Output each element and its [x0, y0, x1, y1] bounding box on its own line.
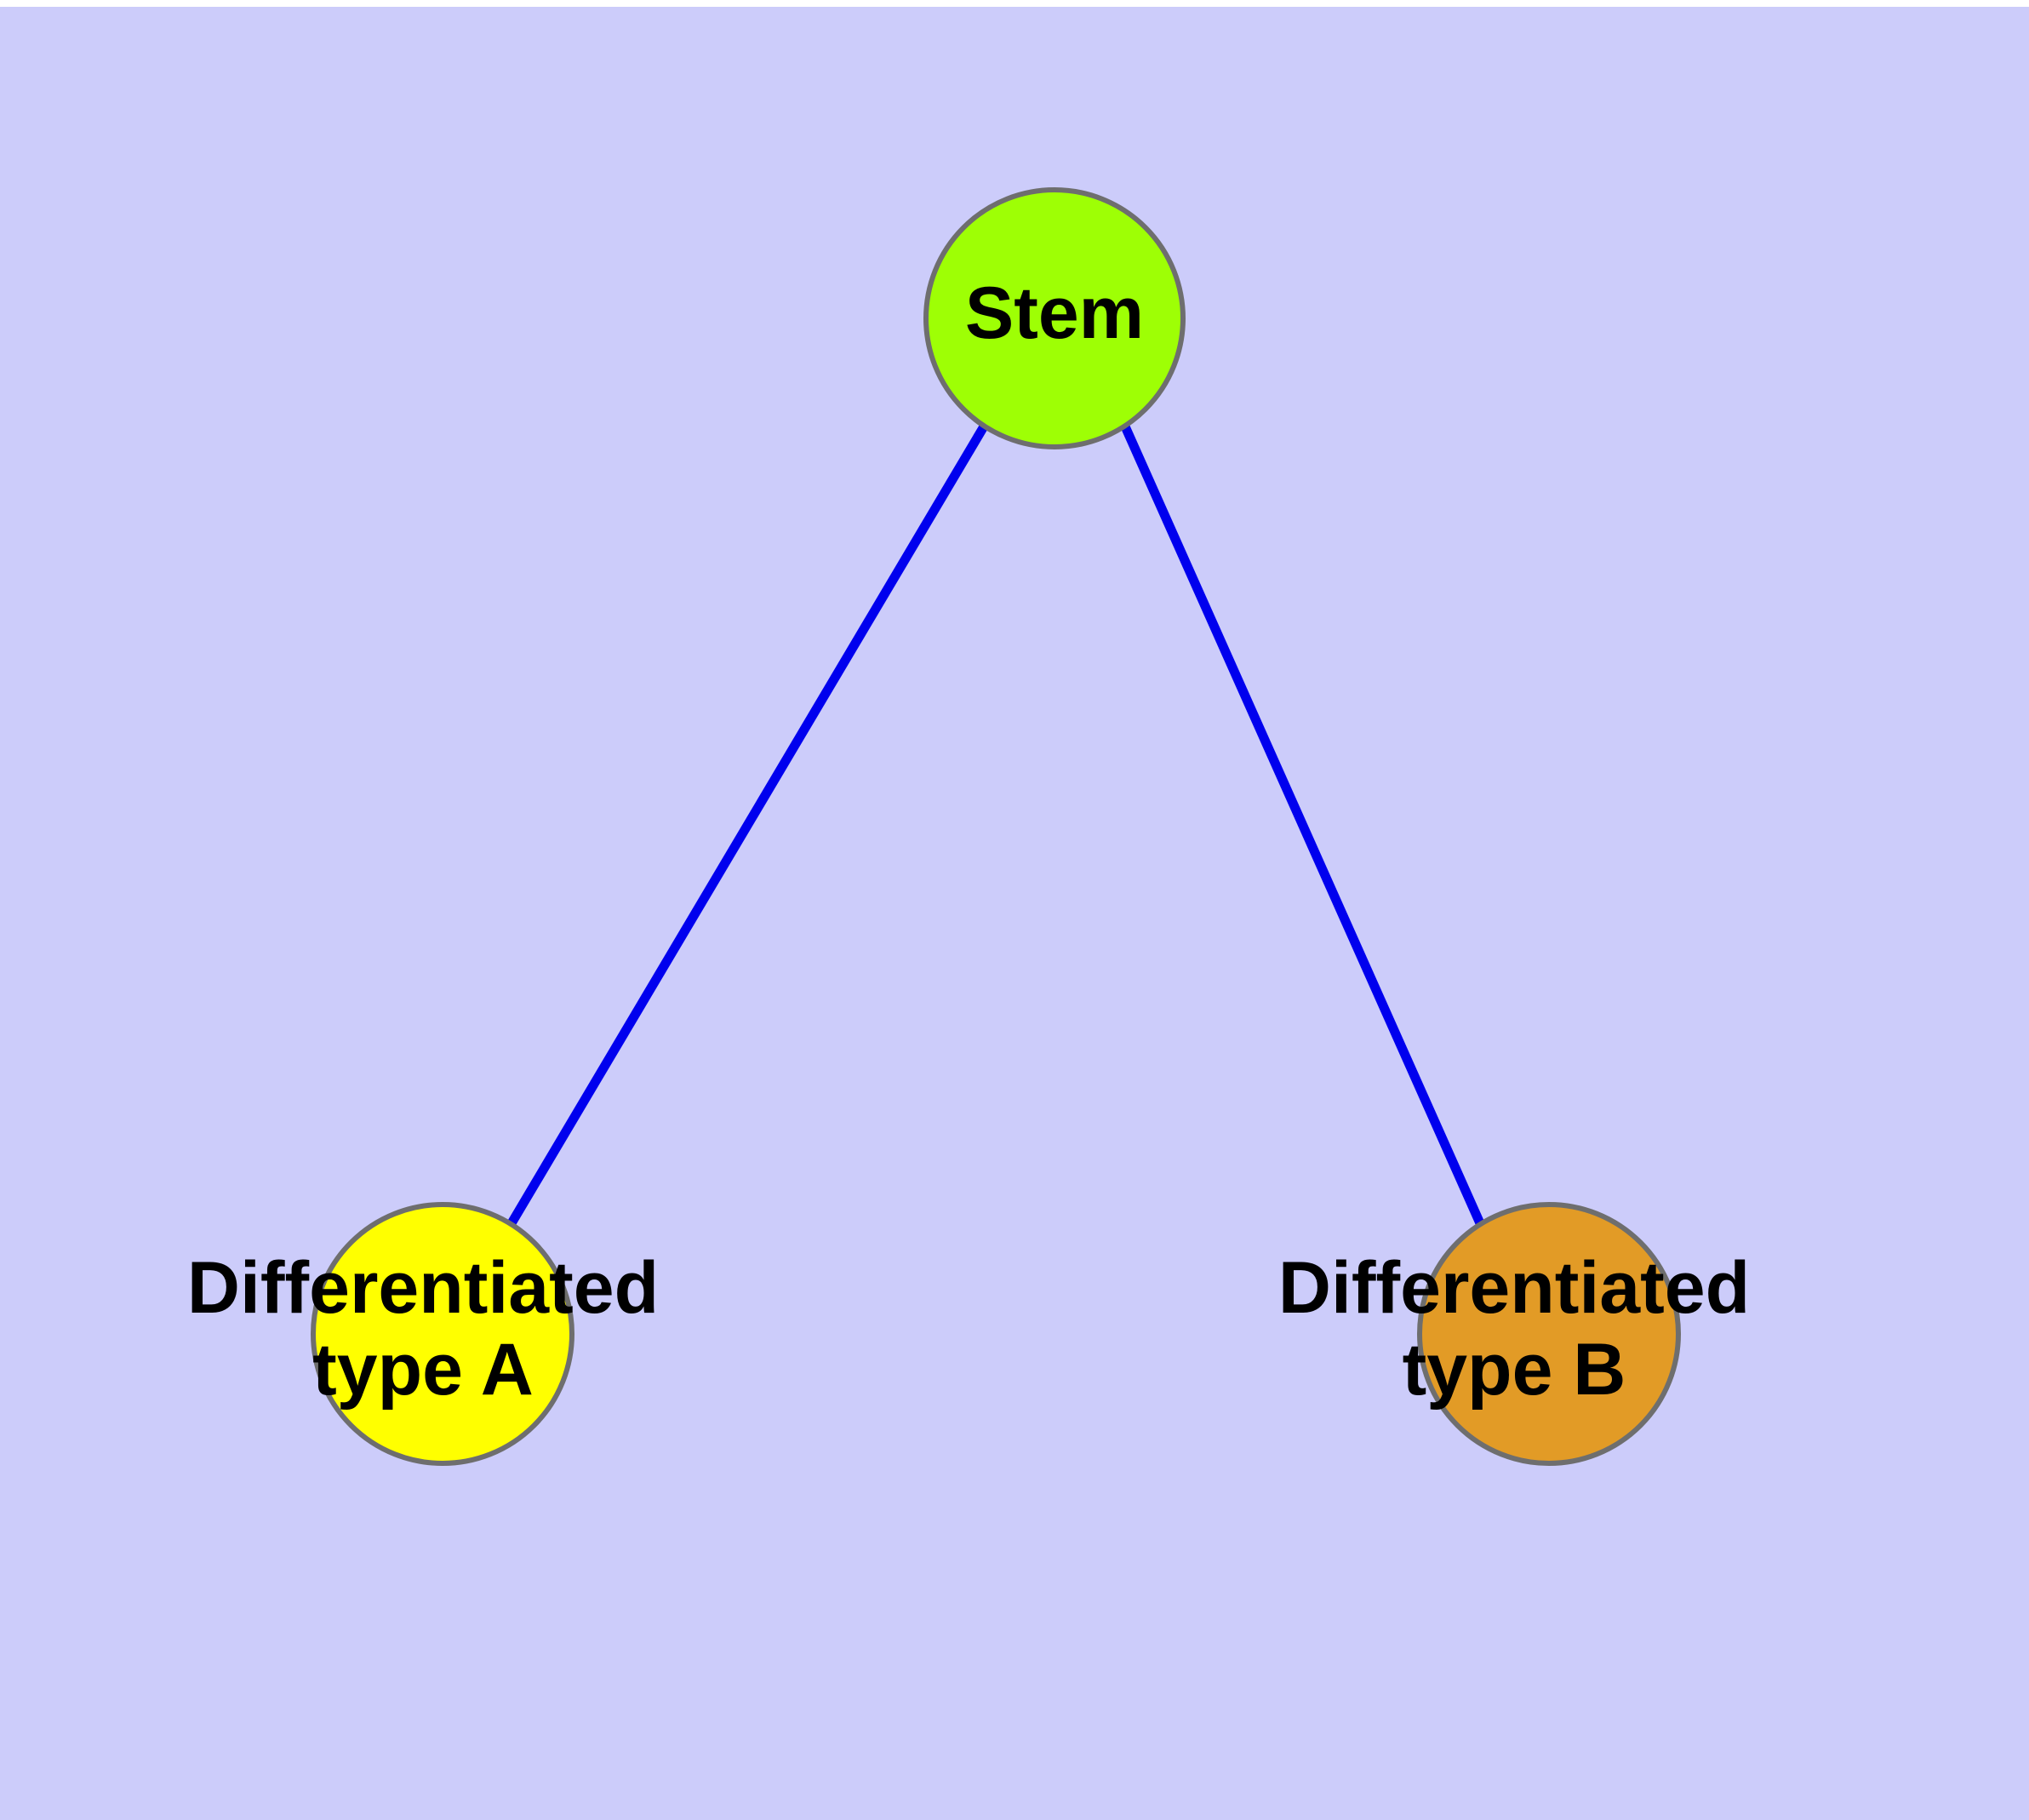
node-differentiated-type-b-circle[interactable]	[1417, 1202, 1681, 1466]
node-label-line: Differentiated	[187, 1247, 659, 1329]
edge-layer	[507, 424, 1485, 1226]
node-label-line: type A	[312, 1329, 534, 1411]
node-differentiated-type-a-circle[interactable]	[311, 1202, 574, 1466]
edge-stem-to-differentiated-type-a[interactable]	[507, 424, 988, 1226]
node-label-line: Stem	[965, 272, 1144, 354]
node-label-line: type B	[1403, 1329, 1626, 1411]
node-layer	[311, 187, 1681, 1466]
edge-stem-to-differentiated-type-b[interactable]	[1120, 424, 1485, 1226]
node-stem-label: Stem	[965, 272, 1144, 354]
node-label-line: Differentiated	[1278, 1247, 1750, 1329]
node-stem-circle[interactable]	[923, 187, 1186, 449]
